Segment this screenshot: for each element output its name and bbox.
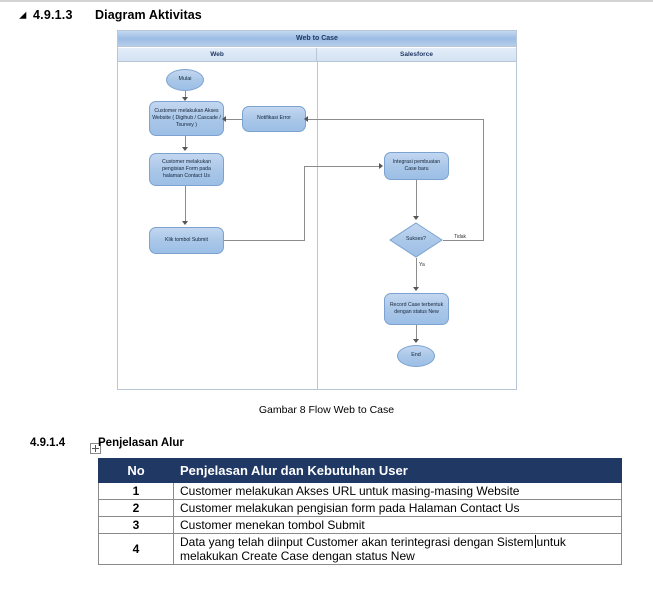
arrowhead-no-to-error — [304, 116, 308, 122]
node-access-website[interactable]: Customer melakukan Akses Website ( Digih… — [149, 101, 224, 136]
section-heading-penjelasan-alur: 4.9.1.4 Penjelasan Alur — [0, 437, 653, 455]
diagram-title: Web to Case — [118, 31, 516, 47]
text-cursor — [534, 535, 536, 548]
node-record-case[interactable]: Record Case terbentuk dengan status New — [384, 293, 449, 325]
row-number: 4 — [98, 533, 174, 565]
table-move-handle-icon[interactable] — [90, 443, 101, 454]
edge-submit-to-integration — [304, 166, 380, 167]
node-click-submit[interactable]: Klik tombol Submit — [149, 227, 224, 254]
section-title: Diagram Aktivitas — [95, 8, 202, 22]
node-error-notification[interactable]: Notifikasi Error — [242, 106, 306, 132]
arrowhead-yes-to-record — [413, 287, 419, 291]
section-heading-diagram-aktivitas: 4.9.1.3 Diagram Aktivitas — [0, 8, 653, 28]
row-number: 3 — [98, 516, 174, 534]
edge-submit-right — [224, 240, 304, 241]
row-description-with-cursor[interactable]: Data yang telah diinput Customer akan te… — [173, 533, 622, 565]
decision-label: Sukses? — [406, 236, 426, 243]
edge-error-to-access — [224, 119, 242, 120]
arrowhead-start-to-access — [182, 97, 188, 101]
table-header-row: No Penjelasan Alur dan Kebutuhan User — [98, 458, 622, 483]
lane-header-salesforce: Salesforce — [317, 48, 516, 62]
edge-yes-to-record — [416, 258, 417, 288]
edge-label-yes: Ya — [419, 262, 425, 268]
table-row[interactable]: 1 Customer melakukan Akses URL untuk mas… — [98, 482, 622, 500]
row-description[interactable]: Customer melakukan pengisian form pada H… — [173, 499, 622, 517]
edge-access-to-form — [185, 136, 186, 148]
penjelasan-alur-table[interactable]: No Penjelasan Alur dan Kebutuhan User 1 … — [98, 458, 622, 565]
section2-number: 4.9.1.4 — [30, 437, 66, 449]
diamond-shape-icon — [389, 222, 443, 258]
lane-divider — [317, 62, 318, 389]
edge-label-no: Tidak — [454, 234, 467, 240]
row-description[interactable]: Customer menekan tombol Submit — [173, 516, 622, 534]
node-end[interactable]: End — [397, 345, 435, 367]
section-number: 4.9.1.3 — [33, 8, 73, 22]
edge-record-to-end — [416, 325, 417, 341]
arrowhead-access-to-form — [182, 147, 188, 151]
edge-no-up — [483, 119, 484, 241]
row-description[interactable]: Customer melakukan Akses URL untuk masin… — [173, 482, 622, 500]
column-header-desc: Penjelasan Alur dan Kebutuhan User — [173, 458, 622, 483]
column-header-no: No — [98, 458, 174, 483]
page-top-rule — [0, 0, 653, 2]
edge-no-right — [443, 240, 483, 241]
table-row[interactable]: 2 Customer melakukan pengisian form pada… — [98, 499, 622, 517]
row-number: 1 — [98, 482, 174, 500]
edge-form-to-submit — [185, 186, 186, 222]
edge-submit-up — [304, 166, 305, 241]
lane-header-web: Web — [118, 48, 317, 62]
edge-start-to-access — [185, 91, 186, 99]
arrowhead-record-to-end — [413, 339, 419, 343]
arrowhead-integration-to-decision — [413, 216, 419, 220]
row-number: 2 — [98, 499, 174, 517]
table-row[interactable]: 3 Customer menekan tombol Submit — [98, 516, 622, 534]
arrowhead-form-to-submit — [182, 221, 188, 225]
edge-no-left — [308, 119, 483, 120]
table-row[interactable]: 4 Data yang telah diinput Customer akan … — [98, 533, 622, 565]
node-fill-form[interactable]: Customer melakukan pengisian Form pada h… — [149, 153, 224, 186]
node-integration[interactable]: Integrasi pembuatan Case baru — [384, 152, 449, 180]
section2-title: Penjelasan Alur — [98, 437, 184, 449]
node-start[interactable]: Mulai — [166, 69, 204, 91]
activity-diagram[interactable]: Web to Case Web Salesforce Mulai Custome… — [117, 30, 517, 390]
row-description-after-cursor: untuk melakukan Create Case dengan statu… — [180, 535, 566, 563]
arrowhead-submit-to-integration — [379, 163, 383, 169]
node-decision-sukses[interactable]: Sukses? — [389, 222, 443, 258]
row-description-before-cursor: Data yang telah diinput Customer akan te… — [180, 535, 534, 549]
collapse-triangle-icon[interactable] — [19, 11, 30, 23]
arrowhead-error-to-access — [222, 116, 226, 122]
figure-caption: Gambar 8 Flow Web to Case — [258, 404, 395, 416]
edge-integration-to-decision — [416, 180, 417, 217]
